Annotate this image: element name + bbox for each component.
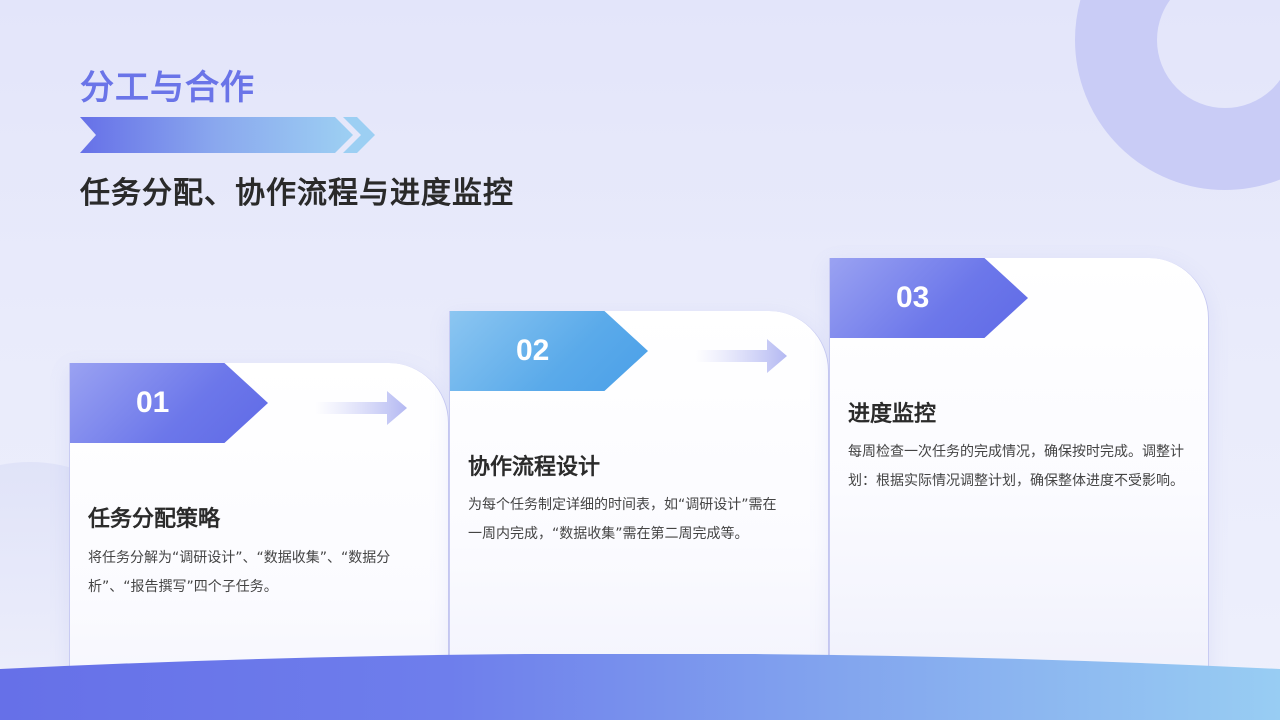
step-number-tag: 01 bbox=[70, 363, 268, 443]
step-number: 03 bbox=[896, 281, 930, 314]
step-number-tag: 03 bbox=[830, 258, 1028, 338]
step-number-tag: 02 bbox=[450, 311, 648, 391]
step-card-1: 01 任务分配策略 将任务分解为“调研设计”、“数据收集”、“数据分析”、“报告… bbox=[69, 363, 449, 720]
card-description: 为每个任务制定详细的时间表，如“调研设计”需在一周内完成，“数据收集”需在第二周… bbox=[468, 497, 777, 542]
decorative-ring bbox=[1075, 0, 1280, 190]
bottom-wave-decoration bbox=[0, 654, 1280, 720]
card-title: 任务分配策略 bbox=[88, 507, 221, 532]
chevron-banner-icon bbox=[80, 117, 375, 153]
card-description: 每周检查一次任务的完成情况，确保按时完成。调整计划：根据实际情况调整计划，确保整… bbox=[848, 444, 1184, 489]
step-number: 01 bbox=[136, 386, 170, 419]
step-card-3: 03 进度监控 每周检查一次任务的完成情况，确保按时完成。调整计划：根据实际情况… bbox=[829, 258, 1209, 678]
page-title: 分工与合作 bbox=[80, 68, 255, 108]
card-description: 将任务分解为“调研设计”、“数据收集”、“数据分析”、“报告撰写”四个子任务。 bbox=[88, 550, 391, 595]
arrow-right-icon bbox=[695, 339, 787, 373]
step-card-2: 02 协作流程设计 为每个任务制定详细的时间表，如“调研设计”需在一周内完成，“… bbox=[449, 311, 829, 720]
card-title: 协作流程设计 bbox=[468, 455, 601, 480]
page-subtitle: 任务分配、协作流程与进度监控 bbox=[80, 176, 514, 211]
card-title: 进度监控 bbox=[848, 402, 937, 427]
step-number: 02 bbox=[516, 334, 550, 367]
arrow-right-icon bbox=[315, 391, 407, 425]
